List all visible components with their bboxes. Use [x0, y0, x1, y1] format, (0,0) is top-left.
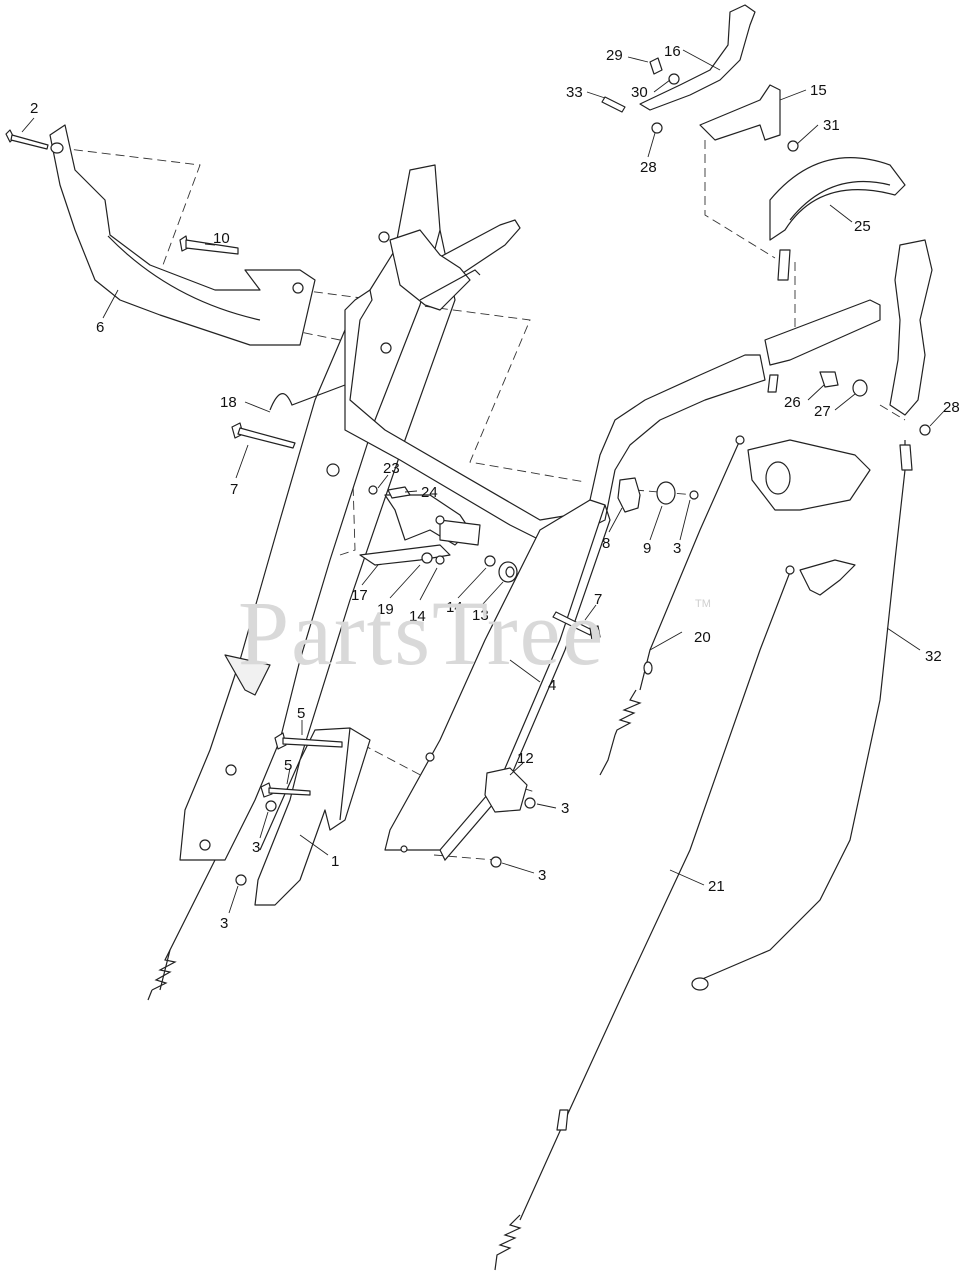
callout-29: 29: [606, 47, 623, 64]
callout-5-upper: 5: [297, 705, 305, 722]
callout-14-left: 14: [409, 608, 426, 625]
cable-part-32: [691, 440, 913, 991]
bolt-part-7: [231, 422, 296, 449]
callout-30: 30: [631, 84, 648, 101]
lever-part-16: [639, 4, 756, 111]
bracket-part-1: [254, 727, 371, 906]
callout-leaders: [21, 49, 946, 914]
callout-17: 17: [351, 587, 368, 604]
partstree-watermark: PartsTree: [238, 582, 606, 684]
callout-16: 16: [664, 43, 681, 60]
callout-25: 25: [854, 218, 871, 235]
nut-part-19: [421, 552, 433, 564]
callout-7: 7: [230, 481, 238, 498]
nut-part-3-b: [235, 874, 247, 886]
callout-19: 19: [377, 601, 394, 618]
callout-3-b: 3: [220, 915, 228, 932]
left-handle-rail: [179, 164, 456, 861]
hook-part-18: [269, 384, 346, 411]
callout-20: 20: [694, 629, 711, 646]
callout-3-a: 3: [252, 839, 260, 856]
callout-5-lower: 5: [284, 757, 292, 774]
callout-33: 33: [566, 84, 583, 101]
roller-part-8: [617, 477, 641, 513]
callout-24: 24: [421, 484, 438, 501]
bolt-part-5-lower: [260, 782, 311, 798]
bolt-part-5-upper: [274, 732, 343, 750]
nut-part-31: [787, 140, 799, 152]
callout-15: 15: [810, 82, 827, 99]
clip-part-12: [484, 767, 528, 813]
bracket-part-15: [699, 84, 781, 141]
callout-28-top: 28: [640, 159, 657, 176]
shroud-part-6: [49, 124, 316, 346]
callout-26: 26: [784, 394, 801, 411]
bolt-part-7-lower: [552, 611, 601, 641]
nut-part-3-a: [265, 800, 277, 812]
nut-part-3-c: [524, 797, 536, 809]
nut-part-14: [435, 555, 445, 565]
spacer-part-13: [498, 561, 518, 583]
shift-lever-knob: [889, 239, 933, 416]
bolt-part-33: [601, 96, 626, 113]
pin-part-2: [5, 129, 49, 150]
callout-23: 23: [383, 460, 400, 477]
callout-32: 32: [925, 648, 942, 665]
callout-28-right: 28: [943, 399, 960, 416]
callout-4: 4: [548, 677, 556, 694]
callout-18: 18: [220, 394, 237, 411]
control-grip-assembly: [747, 439, 871, 511]
callout-12: 12: [517, 750, 534, 767]
washer-part-9: [656, 481, 676, 505]
callout-1: 1: [331, 853, 339, 870]
nut-part-3-top: [689, 490, 699, 500]
callout-21: 21: [708, 878, 725, 895]
nut-part-28-top: [651, 122, 663, 134]
callout-3-top: 3: [673, 540, 681, 557]
upper-handle-grip: [378, 219, 521, 311]
bolt-part-10: [179, 235, 239, 255]
nut-part-14-right: [484, 555, 496, 567]
callout-7-lower: 7: [594, 591, 602, 608]
bracket-assembly-part-17: [359, 485, 481, 566]
nut-part-28-right: [919, 424, 931, 436]
cable-part-21: [494, 565, 795, 1271]
callout-labels: 2 10 6 18 7 23 24 17 19 14 14 13 8 9 3 7…: [30, 43, 960, 932]
washer-part-27: [852, 379, 868, 397]
callout-6: 6: [96, 319, 104, 336]
clip-bracket: [799, 559, 856, 596]
washer-part-30: [668, 73, 680, 85]
trademark-mark: TM: [695, 598, 711, 610]
callout-3-c: 3: [561, 800, 569, 817]
cable-part-20: [599, 435, 745, 776]
callout-9: 9: [643, 540, 651, 557]
mount-plate: [764, 249, 881, 393]
left-cable: [147, 859, 216, 1001]
handle-frame-part-4: [344, 289, 766, 862]
callout-3-d: 3: [538, 867, 546, 884]
bolt-part-29: [649, 57, 663, 75]
callout-13: 13: [472, 607, 489, 624]
nut-part-3-d: [490, 856, 502, 868]
callout-14-right: 14: [446, 599, 463, 616]
callout-8: 8: [602, 535, 610, 552]
callout-10: 10: [213, 230, 230, 247]
callout-2: 2: [30, 100, 38, 117]
callout-31: 31: [823, 117, 840, 134]
bolt-part-26: [819, 371, 839, 388]
guard-part-25: [769, 157, 906, 241]
callout-27: 27: [814, 403, 831, 420]
